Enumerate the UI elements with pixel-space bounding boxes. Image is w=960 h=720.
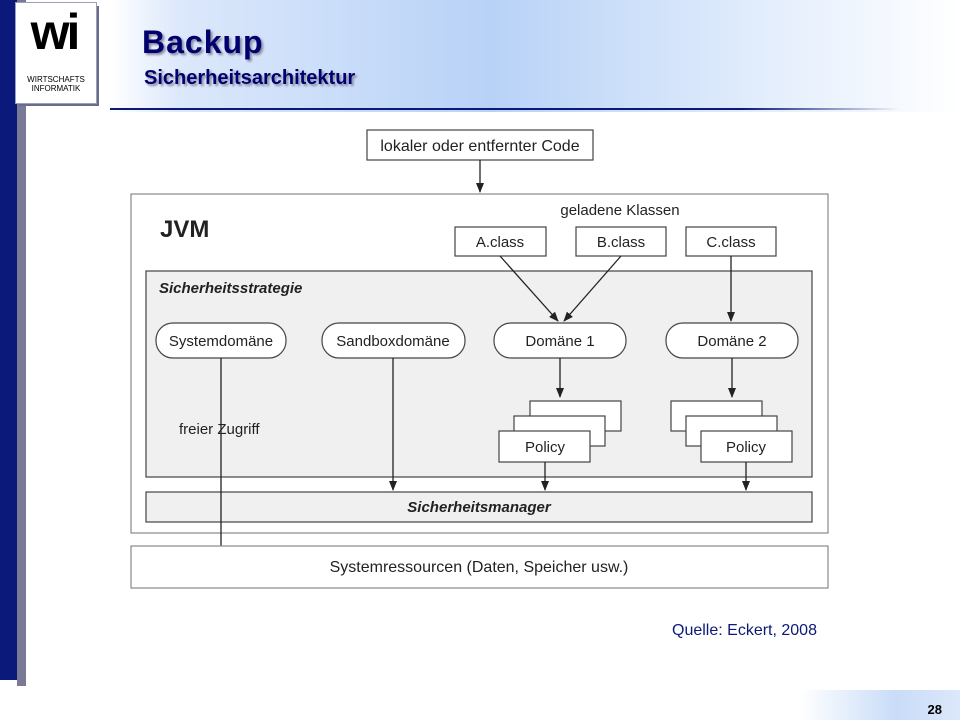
logo-mark-text: wi (30, 4, 78, 60)
security-manager-box (145, 491, 813, 523)
wi-logo-icon: wi (30, 4, 81, 60)
header-underline (110, 108, 900, 110)
policy-box-2 (700, 430, 793, 463)
logo-line-2: INFORMATIK (31, 84, 81, 93)
security-manager-label: Sicherheitsmanager (407, 499, 552, 516)
domain-1-label: Domäne 1 (525, 333, 594, 350)
jvm-label: JVM (160, 216, 209, 243)
page-subtitle: Sicherheitsarchitektur (144, 67, 356, 89)
class-label-c: C.class (706, 234, 755, 251)
class-a-to-domain1-arrow (499, 255, 559, 322)
strategy-label: Sicherheitsstrategie (159, 280, 302, 297)
policy-label-2: Policy (726, 439, 767, 456)
logo-text: WIRTSCHAFTS INFORMATIK (16, 75, 96, 93)
source-citation: Quelle: Eckert, 2008 (672, 622, 817, 639)
class-label-a: A.class (476, 234, 524, 251)
system-resources-label: Systemressourcen (Daten, Speicher usw.) (330, 559, 629, 576)
sidebar-shadow (17, 0, 26, 686)
header-background (110, 0, 960, 112)
domain-2-label: Domäne 2 (697, 333, 766, 350)
logo: wi WIRTSCHAFTS INFORMATIK (15, 2, 97, 104)
class-b-to-domain1-arrow (563, 255, 622, 322)
sidebar-bar (0, 0, 17, 680)
policy-label-1: Policy (525, 439, 566, 456)
class-label-b: B.class (597, 234, 645, 251)
system-resources-box (130, 545, 829, 589)
logo-line-1: WIRTSCHAFTS (27, 75, 85, 84)
free-access-label: freier Zugriff (179, 421, 260, 438)
domain-system-label: Systemdomäne (169, 333, 273, 350)
page-number: 28 (927, 702, 942, 717)
loaded-classes-label: geladene Klassen (560, 202, 679, 219)
page-title: Backup (142, 24, 264, 60)
domain-sandbox-label: Sandboxdomäne (336, 333, 449, 350)
class-box-b (575, 226, 667, 257)
policy-box-1 (498, 430, 591, 463)
class-box-c (685, 226, 777, 257)
code-source-label: lokaler oder entfernter Code (380, 138, 579, 155)
footer-background (800, 690, 960, 720)
code-source-box (366, 129, 594, 161)
